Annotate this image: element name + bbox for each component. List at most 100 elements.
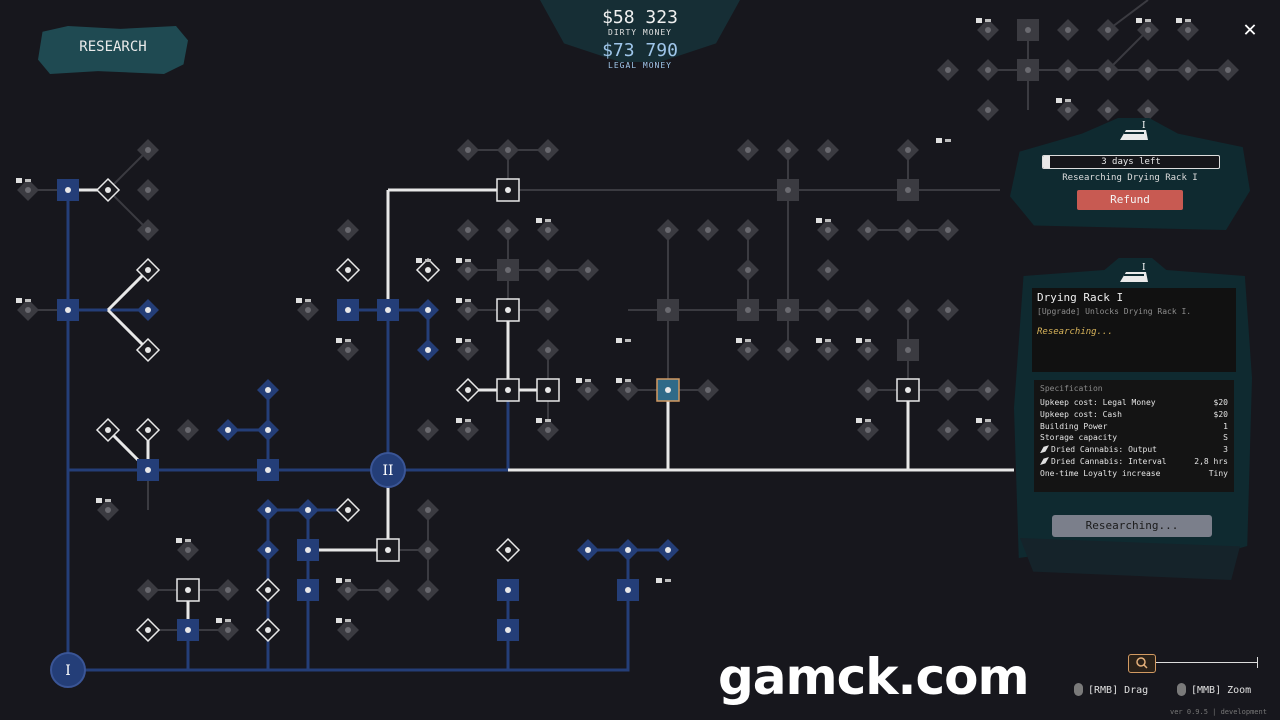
current-research-node[interactable] <box>656 378 680 402</box>
locked-node[interactable] <box>137 139 159 161</box>
locked-node[interactable] <box>537 139 559 161</box>
locked-node[interactable] <box>417 499 439 521</box>
locked-node[interactable] <box>817 259 839 281</box>
locked-node[interactable] <box>417 539 439 561</box>
researched-node[interactable] <box>297 499 319 521</box>
locked-node[interactable] <box>657 219 679 241</box>
locked-node[interactable] <box>977 419 999 441</box>
locked-node[interactable] <box>457 419 479 441</box>
available-node[interactable] <box>135 337 161 363</box>
locked-node[interactable] <box>737 139 759 161</box>
researched-node[interactable] <box>657 539 679 561</box>
locked-node[interactable] <box>777 339 799 361</box>
available-node[interactable] <box>496 298 520 322</box>
locked-node[interactable] <box>617 379 639 401</box>
locked-node[interactable] <box>977 19 999 41</box>
locked-node[interactable] <box>977 379 999 401</box>
researched-node[interactable] <box>337 299 359 321</box>
available-node[interactable] <box>896 378 920 402</box>
locked-node[interactable] <box>1057 99 1079 121</box>
researched-node[interactable] <box>617 579 639 601</box>
locked-node[interactable] <box>577 379 599 401</box>
locked-node[interactable] <box>1057 59 1079 81</box>
research-tab[interactable]: RESEARCH <box>38 26 188 74</box>
locked-node[interactable] <box>97 499 119 521</box>
locked-node[interactable] <box>417 419 439 441</box>
available-node[interactable] <box>496 178 520 202</box>
locked-node[interactable] <box>1097 99 1119 121</box>
locked-node[interactable] <box>937 379 959 401</box>
researched-node[interactable] <box>57 299 79 321</box>
locked-node[interactable] <box>1097 19 1119 41</box>
locked-node[interactable] <box>457 219 479 241</box>
available-node[interactable] <box>176 578 200 602</box>
locked-node[interactable] <box>857 299 879 321</box>
locked-node[interactable] <box>937 419 959 441</box>
available-node[interactable] <box>415 257 441 283</box>
locked-node[interactable] <box>537 259 559 281</box>
locked-node[interactable] <box>457 299 479 321</box>
locked-node[interactable] <box>897 179 919 201</box>
researched-node[interactable] <box>377 299 399 321</box>
locked-node[interactable] <box>1097 59 1119 81</box>
locked-node[interactable] <box>937 299 959 321</box>
locked-node[interactable] <box>457 139 479 161</box>
researched-node[interactable] <box>577 539 599 561</box>
locked-node[interactable] <box>657 299 679 321</box>
locked-node[interactable] <box>857 339 879 361</box>
refund-button[interactable]: Refund <box>1077 190 1183 210</box>
locked-node[interactable] <box>697 219 719 241</box>
locked-node[interactable] <box>457 339 479 361</box>
locked-node[interactable] <box>1017 19 1039 41</box>
locked-node[interactable] <box>1057 19 1079 41</box>
available-node[interactable] <box>95 177 121 203</box>
researched-node[interactable] <box>137 459 159 481</box>
locked-node[interactable] <box>337 339 359 361</box>
zoom-slider-track[interactable] <box>1154 662 1258 663</box>
available-node[interactable] <box>495 537 521 563</box>
available-node[interactable] <box>135 617 161 643</box>
locked-node[interactable] <box>137 179 159 201</box>
locked-node[interactable] <box>897 219 919 241</box>
locked-node[interactable] <box>177 539 199 561</box>
locked-node[interactable] <box>857 419 879 441</box>
researched-node[interactable] <box>617 539 639 561</box>
close-button[interactable]: ✕ <box>1243 17 1257 42</box>
locked-node[interactable] <box>537 219 559 241</box>
locked-node[interactable] <box>897 299 919 321</box>
locked-node[interactable] <box>897 339 919 361</box>
available-node[interactable] <box>95 417 121 443</box>
locked-node[interactable] <box>337 619 359 641</box>
locked-node[interactable] <box>817 299 839 321</box>
researched-node[interactable] <box>297 539 319 561</box>
locked-node[interactable] <box>337 579 359 601</box>
locked-node[interactable] <box>497 259 519 281</box>
researched-node[interactable] <box>137 299 159 321</box>
locked-node[interactable] <box>1217 59 1239 81</box>
available-node[interactable] <box>376 538 400 562</box>
researched-node[interactable] <box>257 419 279 441</box>
locked-node[interactable] <box>297 299 319 321</box>
available-node[interactable] <box>135 417 161 443</box>
locked-node[interactable] <box>1137 99 1159 121</box>
available-node[interactable] <box>455 377 481 403</box>
locked-node[interactable] <box>497 139 519 161</box>
locked-node[interactable] <box>1177 19 1199 41</box>
locked-node[interactable] <box>737 299 759 321</box>
locked-node[interactable] <box>17 299 39 321</box>
researched-node[interactable] <box>177 619 199 641</box>
zoom-slider-handle[interactable] <box>1128 654 1156 673</box>
locked-node[interactable] <box>217 619 239 641</box>
locked-node[interactable] <box>697 379 719 401</box>
available-node[interactable] <box>335 257 361 283</box>
researched-node[interactable] <box>417 299 439 321</box>
locked-node[interactable] <box>817 339 839 361</box>
locked-node[interactable] <box>1137 19 1159 41</box>
locked-node[interactable] <box>857 379 879 401</box>
locked-node[interactable] <box>937 219 959 241</box>
locked-node[interactable] <box>817 139 839 161</box>
available-node[interactable] <box>255 577 281 603</box>
locked-node[interactable] <box>777 179 799 201</box>
locked-node[interactable] <box>577 259 599 281</box>
